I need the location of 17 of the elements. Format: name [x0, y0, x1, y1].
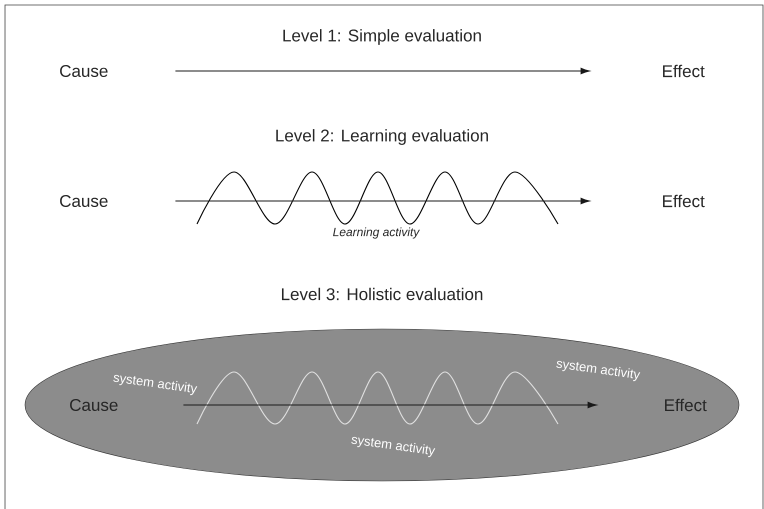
level-title: Level 3: Holistic evaluation [282, 288, 482, 300]
arrow [174, 198, 590, 204]
ellipse-region [24, 328, 740, 482]
arrow [182, 402, 597, 408]
activity-label: system activity [351, 436, 436, 458]
cause-label: Cause [60, 64, 108, 78]
activity-label: Learning activity [333, 227, 420, 239]
activity-label: system activity [113, 374, 198, 396]
cause-label: Cause [60, 194, 108, 208]
level-title: Level 1: Simple evaluation [283, 29, 481, 45]
level-title: Level 2: Learning evaluation [276, 129, 488, 145]
cause-label: Effect [665, 398, 707, 412]
arrow [174, 68, 590, 74]
effect-label: Effect [663, 194, 705, 208]
effect-label: Cause [70, 398, 118, 412]
effect-label: Effect [663, 64, 705, 78]
activity-label: system activity [556, 360, 640, 382]
